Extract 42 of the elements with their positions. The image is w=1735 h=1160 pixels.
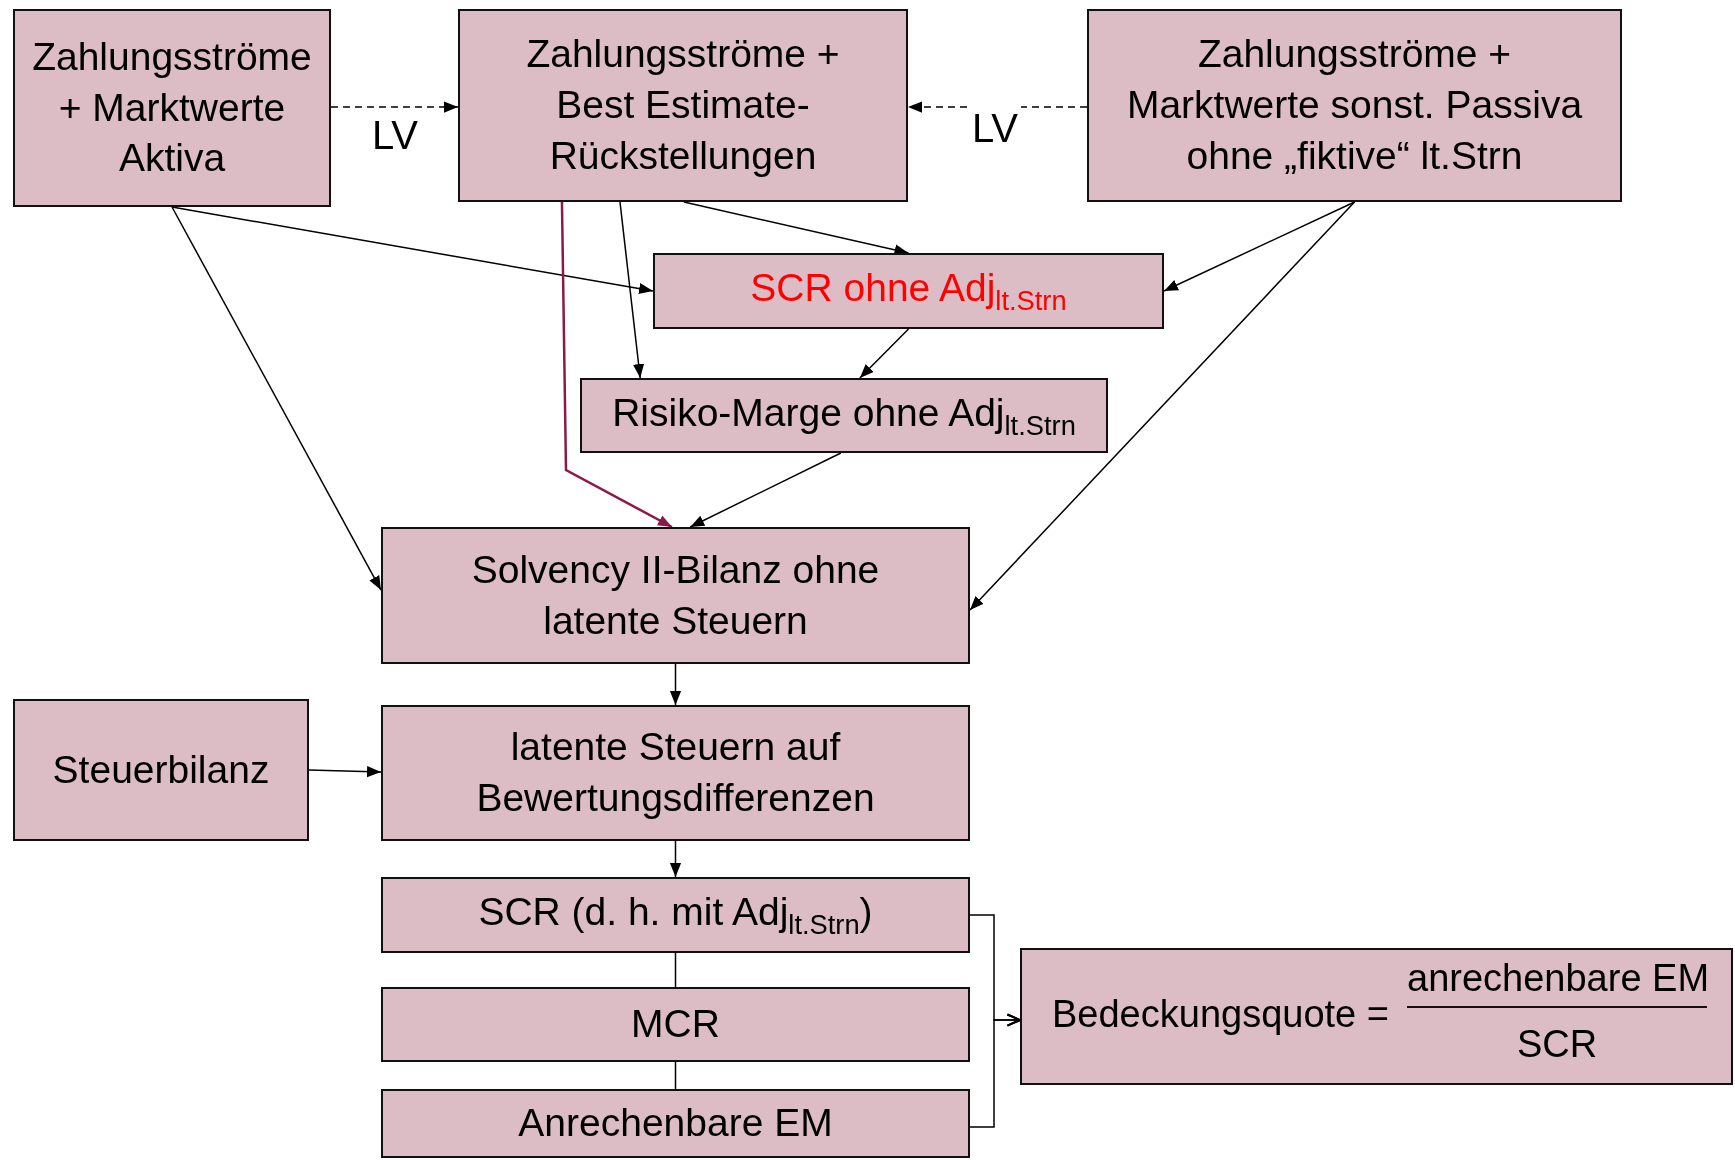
process-box (13, 699, 309, 841)
process-box (381, 705, 970, 841)
process-box (458, 9, 908, 202)
arrow (330, 101, 459, 113)
box-label: Zahlungsströme + Marktwerte Aktiva (31, 33, 313, 182)
arrow (308, 766, 382, 778)
box-label: Zahlungsströme + Best Estimate-Rückstellungen (525, 31, 841, 179)
arrow (619, 201, 645, 379)
box-label: latente Steuern auf Bewertungsdifferenzen (475, 724, 876, 821)
arrow (969, 201, 1356, 611)
arrow (689, 452, 842, 528)
process-box (381, 1089, 970, 1158)
arrow (669, 663, 682, 706)
process-box (580, 378, 1108, 453)
arrow (171, 206, 654, 295)
box-label: MCR (630, 1001, 721, 1048)
arrow (560, 202, 673, 529)
arrow (171, 206, 382, 591)
process-box (1087, 9, 1622, 202)
box-label: SCR ohne Adj$_{lt.Strn}$ (749, 265, 1068, 319)
connector-line (674, 952, 677, 988)
process-box (13, 9, 331, 207)
formula-label: Bedeckungsquote = (1052, 992, 1389, 1037)
process-box (381, 527, 970, 664)
box-label: Zahlungsströme + Marktwerte sonst. Passiva ohne „fiktive“ lt.Strn (1125, 31, 1584, 179)
box-label: Anrechenbare EM (517, 1100, 834, 1147)
arrow (683, 201, 910, 256)
arrow (859, 328, 910, 379)
process-box (653, 253, 1164, 329)
arrow (669, 840, 682, 878)
process-box (381, 877, 970, 953)
box-label: Risiko-Marge ohne Adj$_{lt.Strn}$ (611, 389, 1077, 443)
connector-line (674, 1061, 677, 1090)
box-label: Solvency II-Bilanz ohne latente Steuern (470, 546, 881, 644)
formula-box (1020, 948, 1733, 1085)
numerator: anrechenbare EM (1407, 956, 1707, 1008)
denominator: SCR (1515, 1022, 1599, 1067)
box-label: Steuerbilanz (51, 746, 271, 793)
arrow (969, 1013, 1022, 1128)
arrow (1163, 201, 1356, 292)
box-label: SCR (d. h. mit Adj$_{lt.Strn}$) (477, 889, 874, 943)
process-box (381, 987, 970, 1062)
